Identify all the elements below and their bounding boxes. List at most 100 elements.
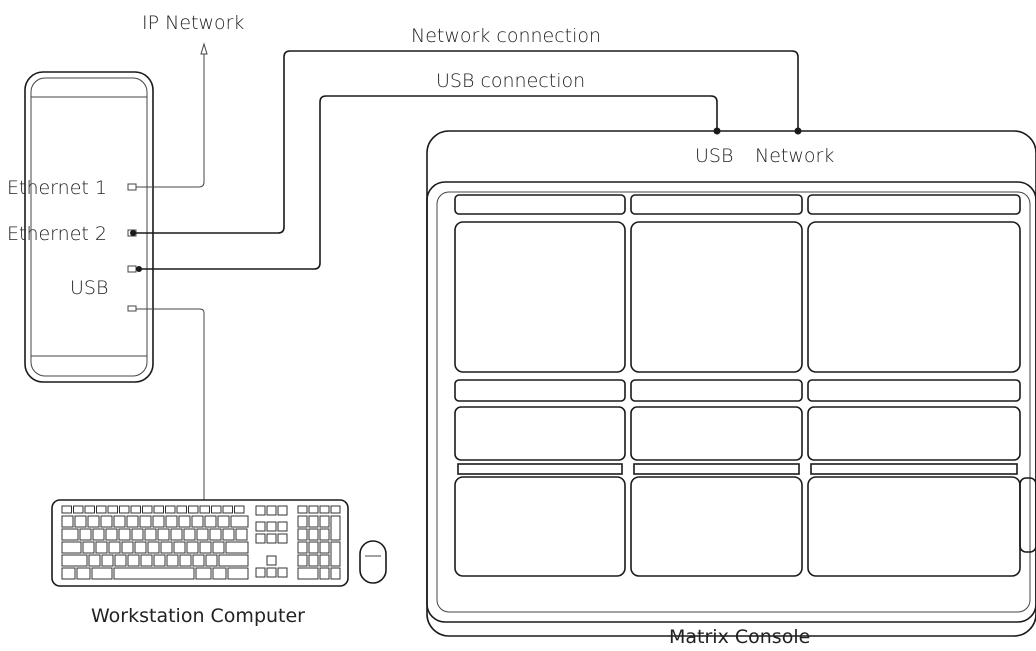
keyboard-key — [255, 567, 266, 578]
keyboard-key — [205, 554, 218, 567]
keyboard-key — [266, 521, 277, 532]
usb-port — [127, 305, 137, 312]
keyboard-key — [91, 567, 113, 580]
keyboard-key — [140, 554, 153, 567]
mouse — [359, 540, 387, 584]
keyboard-key — [96, 505, 107, 514]
keyboard-key — [222, 505, 233, 514]
keyboard-key — [183, 528, 196, 541]
keyboard-key — [165, 505, 176, 514]
keyboard-key — [176, 505, 187, 514]
keyboard-key — [79, 528, 92, 541]
keyboard-key — [308, 554, 319, 567]
matrix-console-caption: Matrix Console — [669, 626, 810, 648]
keyboard-key — [266, 567, 277, 578]
keyboard-key — [211, 505, 222, 514]
keyboard-key — [297, 554, 308, 567]
keyboard-key — [266, 505, 277, 516]
keyboard-key — [319, 515, 330, 528]
keyboard-key — [255, 521, 266, 532]
keyboard-key — [107, 505, 118, 514]
console-panels — [454, 194, 1021, 577]
keyboard-key — [234, 505, 245, 514]
keyboard-key — [192, 554, 205, 567]
keyboard-key — [277, 567, 288, 578]
keyboard-key — [153, 554, 166, 567]
keyboard-key — [297, 567, 319, 580]
keyboard-key — [319, 528, 330, 541]
keyboard-key — [235, 528, 248, 541]
usb-junction-dot — [136, 266, 142, 272]
keyboard-key — [308, 505, 319, 514]
keyboard-key — [82, 541, 95, 554]
keyboard-key — [131, 528, 144, 541]
keyboard-key — [297, 528, 308, 541]
keyboard-key — [277, 533, 288, 544]
keyboard-key — [319, 554, 330, 567]
keyboard-key — [277, 521, 288, 532]
keyboard-key — [74, 515, 87, 528]
keyboard-key — [61, 528, 79, 541]
keyboard-key — [126, 515, 139, 528]
keyboard-key — [165, 515, 178, 528]
keyboard-key — [127, 554, 140, 567]
keyboard-key — [92, 528, 105, 541]
keyboard-key — [152, 515, 165, 528]
ip-network-arrow — [200, 42, 208, 55]
keyboard-key — [255, 533, 266, 544]
matrix-console — [426, 130, 1036, 637]
keyboard-key — [209, 528, 222, 541]
keyboard-key — [108, 541, 121, 554]
keyboard-key — [266, 533, 277, 544]
keyboard-key — [330, 541, 341, 567]
keyboard-cable — [136, 308, 205, 500]
keyboard-key — [113, 515, 126, 528]
keyboard-key — [61, 541, 82, 554]
ethernet1-port — [127, 183, 137, 191]
keyboard-key — [266, 555, 277, 566]
network-connection-line — [133, 50, 799, 234]
keyboard-key — [113, 567, 195, 580]
ethernet2-label: Ethernet 2 — [7, 223, 107, 245]
keyboard-key — [170, 528, 183, 541]
usb-connection-label: USB connection — [436, 70, 585, 92]
keyboard-key — [121, 541, 134, 554]
keyboard-key — [308, 541, 319, 554]
console-usb-label: USB — [695, 145, 733, 167]
keyboard-key — [139, 515, 152, 528]
keyboard-key — [88, 554, 101, 567]
keyboard-key — [160, 541, 173, 554]
keyboard-key — [319, 505, 330, 514]
keyboard-key — [212, 541, 225, 554]
keyboard-key — [199, 505, 210, 514]
usb-port-label: USB — [70, 277, 108, 299]
keyboard-key — [119, 505, 130, 514]
keyboard-key — [114, 554, 127, 567]
keyboard-key — [142, 505, 153, 514]
console-network-label: Network — [755, 145, 834, 167]
keyboard-key — [330, 515, 341, 541]
keyboard-key — [61, 505, 72, 514]
keyboard-key — [178, 515, 191, 528]
ethernet2-junction-dot — [130, 230, 136, 236]
keyboard-key — [61, 567, 76, 580]
ethernet1-label: Ethernet 1 — [7, 177, 107, 199]
keyboard-key — [297, 515, 308, 528]
keyboard-key — [95, 541, 108, 554]
keyboard-key — [222, 528, 235, 541]
keyboard-key — [308, 515, 319, 528]
keyboard-key — [319, 541, 330, 554]
keyboard-key — [225, 541, 249, 554]
keyboard-key — [204, 515, 217, 528]
keyboard-key — [100, 515, 113, 528]
keyboard-key — [319, 567, 330, 580]
keyboard-key — [199, 541, 212, 554]
keyboard-key — [153, 505, 164, 514]
keyboard-key — [255, 505, 266, 516]
keyboard-key — [73, 505, 84, 514]
keyboard-key — [297, 541, 308, 554]
keyboard-key — [118, 528, 131, 541]
keyboard-key — [134, 541, 147, 554]
keyboard-key — [179, 554, 192, 567]
keyboard-key — [195, 567, 212, 580]
